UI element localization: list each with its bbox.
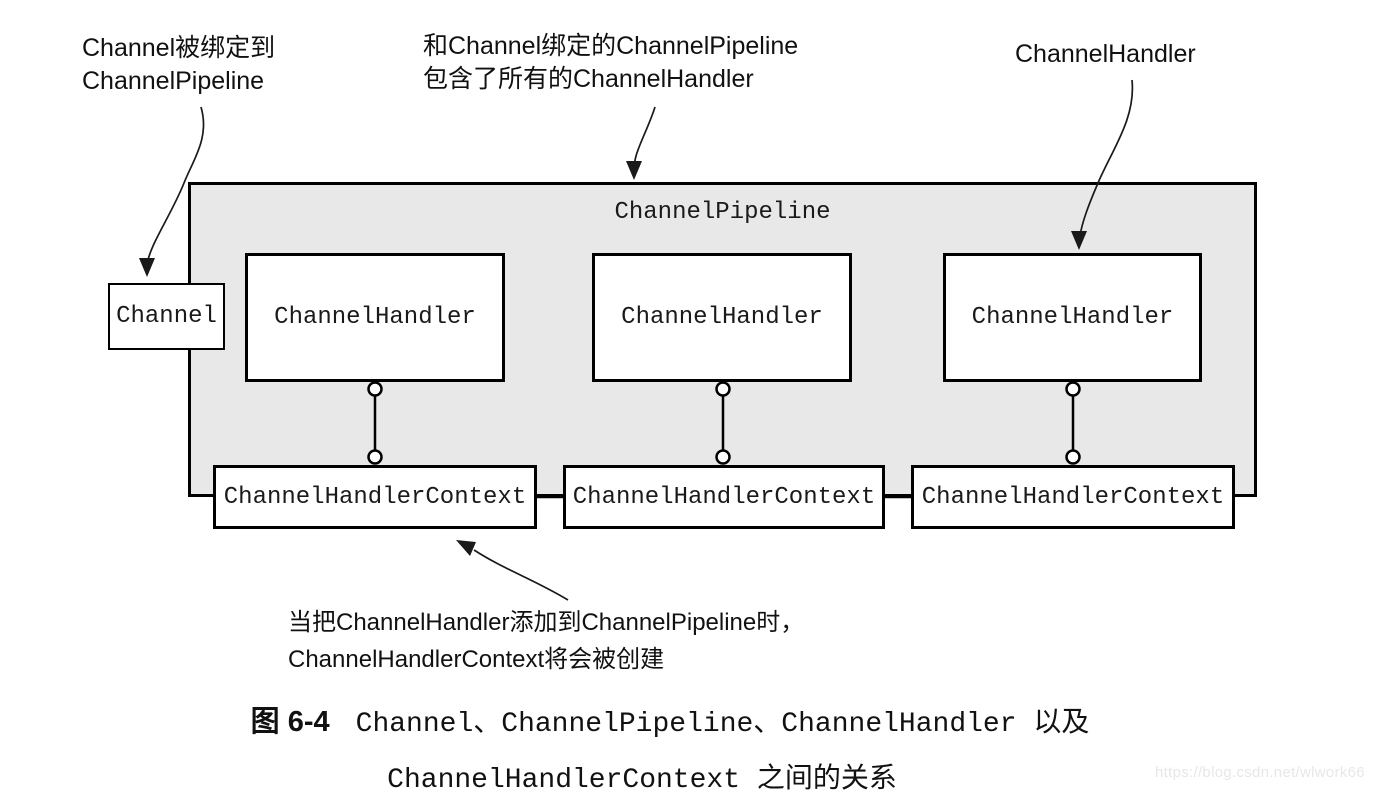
annotation-channel-bound: Channel被绑定到 ChannelPipeline [82,32,275,98]
channel-box: Channel [108,283,225,350]
annotation-line: 和Channel绑定的ChannelPipeline [423,32,799,60]
annotation-pipeline-contains: 和Channel绑定的ChannelPipeline 包含了所有的Channel… [423,30,798,96]
annotation-context-created: 当把ChannelHandler添加到ChannelPipeline时， Cha… [288,604,804,678]
figure-caption-line1: 图 6-4 Channel、ChannelPipeline、ChannelHand… [251,698,1090,740]
channelhandlercontext-box-1: ChannelHandlerContext [213,465,537,529]
channelhandler-box-1: ChannelHandler [245,253,505,382]
figure-number: 图 6-4 [250,706,330,738]
watermark-url: https://blog.csdn.net/wlwork66 [1155,764,1365,781]
annotation-line: 包含了所有的ChannelHandler [423,65,754,93]
annotation-line: ChannelHandler [1015,40,1196,68]
annotation-line: ChannelPipeline [82,67,265,95]
annotation-line: 当把ChannelHandler添加到ChannelPipeline时， [288,609,805,636]
channelhandler-box-3: ChannelHandler [943,253,1202,382]
channelpipeline-label: ChannelPipeline [614,199,831,226]
channelhandlercontext-box-2: ChannelHandlerContext [563,465,885,529]
channelhandlercontext-box-3: ChannelHandlerContext [911,465,1235,529]
annotation-channelhandler: ChannelHandler [1015,38,1196,71]
caption-text-line1: Channel、ChannelPipeline、ChannelHandler 以… [355,709,1090,740]
figure-caption-line2: ChannelHandlerContext 之间的关系 [387,765,897,792]
arrow-to-pipeline [626,106,656,180]
channelhandler-box-2: ChannelHandler [592,253,852,382]
arrow-to-channelhandlercontext [456,540,569,601]
annotation-line: Channel被绑定到 [82,34,276,62]
annotation-line: ChannelHandlerContext将会被创建 [288,646,665,673]
